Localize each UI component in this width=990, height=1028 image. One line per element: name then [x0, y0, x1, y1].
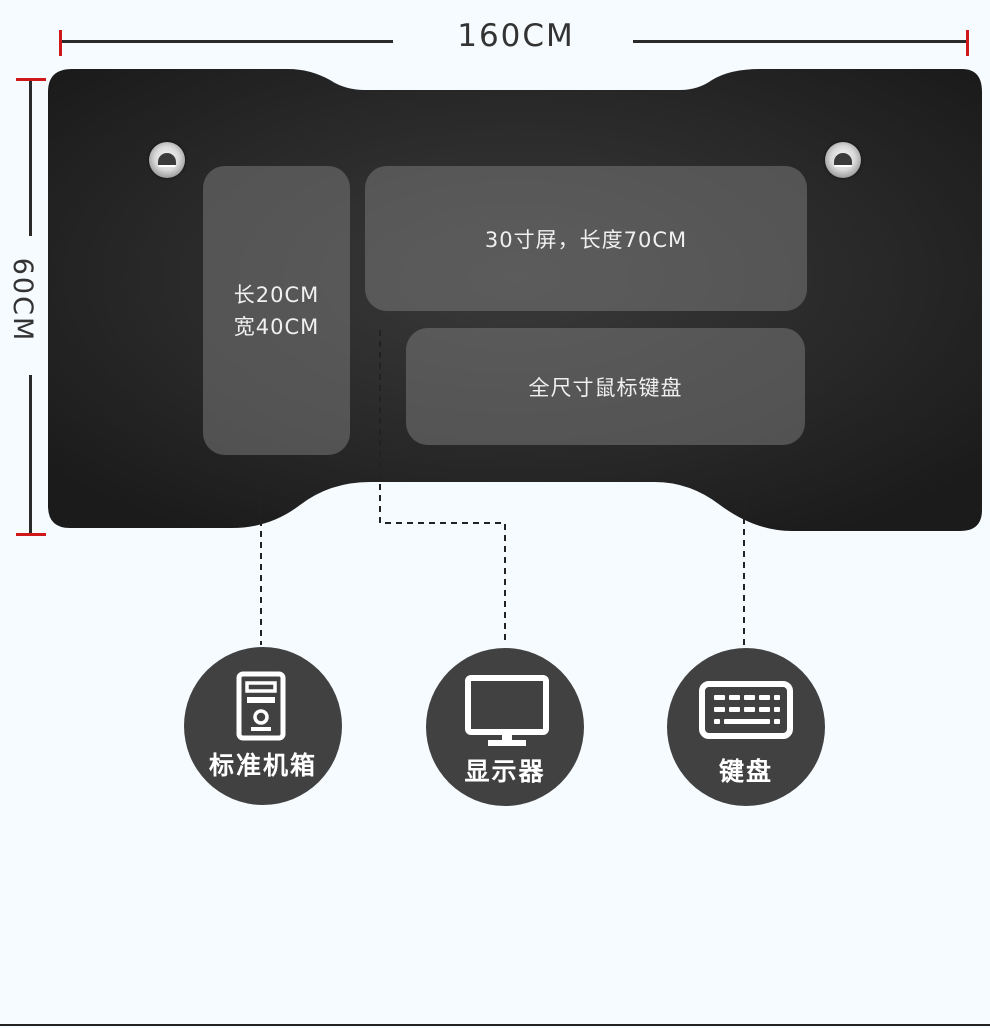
bottom-border	[0, 1024, 990, 1026]
width-dimension-tick-right	[966, 30, 969, 56]
keyboard-zone: 全尺寸鼠标键盘	[406, 328, 805, 445]
item-keyboard: 键盘	[667, 648, 825, 806]
monitor-icon	[465, 675, 549, 746]
computer-case-icon	[236, 671, 286, 741]
monitor-zone: 30寸屏，长度70CM	[365, 166, 807, 311]
item-computer-case: 标准机箱	[184, 647, 342, 805]
width-dimension-tick-left	[59, 30, 62, 56]
cable-grommet-left	[149, 142, 185, 178]
height-dimension-line-bottom	[29, 375, 32, 535]
case-zone: 长20CM 宽40CM	[203, 166, 350, 455]
item-keyboard-label: 键盘	[718, 757, 773, 786]
width-dimension-label: 160CM	[457, 18, 575, 54]
item-monitor: 显示器	[426, 648, 584, 806]
case-zone-width: 宽40CM	[233, 314, 320, 339]
width-dimension-line-right	[633, 40, 968, 43]
item-computer-case-label: 标准机箱	[208, 751, 317, 780]
case-zone-length: 长20CM	[233, 282, 320, 307]
width-dimension-line-left	[60, 40, 393, 43]
keyboard-icon	[699, 681, 793, 739]
height-dimension-line-top	[29, 80, 32, 236]
cable-grommet-right	[825, 142, 861, 178]
height-dimension-tick-bottom	[16, 533, 46, 536]
monitor-zone-label: 30寸屏，长度70CM	[484, 227, 688, 252]
height-dimension-tick-top	[16, 78, 46, 81]
connector-monitor	[379, 330, 506, 645]
item-monitor-label: 显示器	[464, 757, 546, 786]
keyboard-zone-label: 全尺寸鼠标键盘	[528, 375, 683, 400]
